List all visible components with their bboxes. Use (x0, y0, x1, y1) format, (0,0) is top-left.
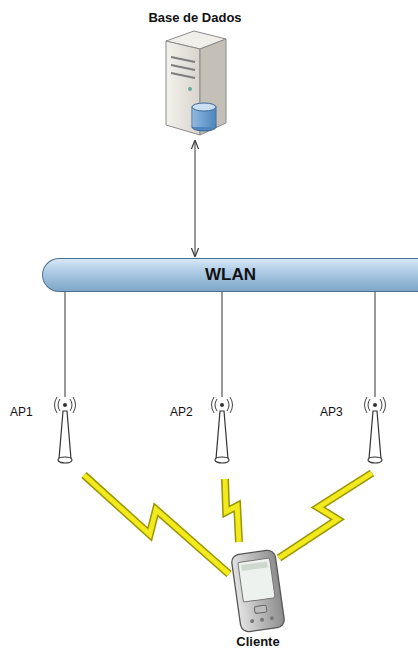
node-label: AP3 (320, 395, 345, 419)
link-line (222, 292, 223, 397)
antenna-icon (209, 395, 235, 467)
wireless-link (84, 475, 229, 574)
bolt-fill (225, 479, 239, 542)
link-path (65, 292, 66, 397)
bolt-fill (279, 473, 372, 558)
phone-icon (226, 548, 290, 634)
node-label: Cliente (233, 634, 282, 649)
link-line (65, 292, 66, 397)
wireless-link (225, 479, 239, 542)
access-point: AP2 (170, 395, 235, 467)
client-device: Cliente (225, 548, 291, 649)
access-point: AP1 (10, 395, 78, 467)
link-line (375, 292, 376, 397)
server-icon (150, 27, 240, 139)
link-path (195, 141, 196, 256)
network-band: WLAN (42, 258, 418, 292)
antenna-icon (362, 395, 388, 467)
database-server: Base de Dados (140, 8, 250, 139)
node-label: AP1 (10, 395, 35, 419)
node-label: AP2 (170, 395, 195, 419)
bolt-outline (279, 473, 372, 558)
node-label: WLAN (199, 265, 262, 285)
wireless-link (279, 473, 372, 558)
bolt-outline (225, 479, 239, 542)
access-point: AP3 (320, 395, 388, 467)
antenna-icon (52, 395, 78, 467)
link-line (195, 141, 196, 256)
link-path (222, 292, 223, 397)
bolt-fill (84, 475, 229, 574)
link-path (375, 292, 376, 397)
node-label: Base de Dados (144, 8, 245, 27)
bolt-outline (84, 475, 229, 574)
